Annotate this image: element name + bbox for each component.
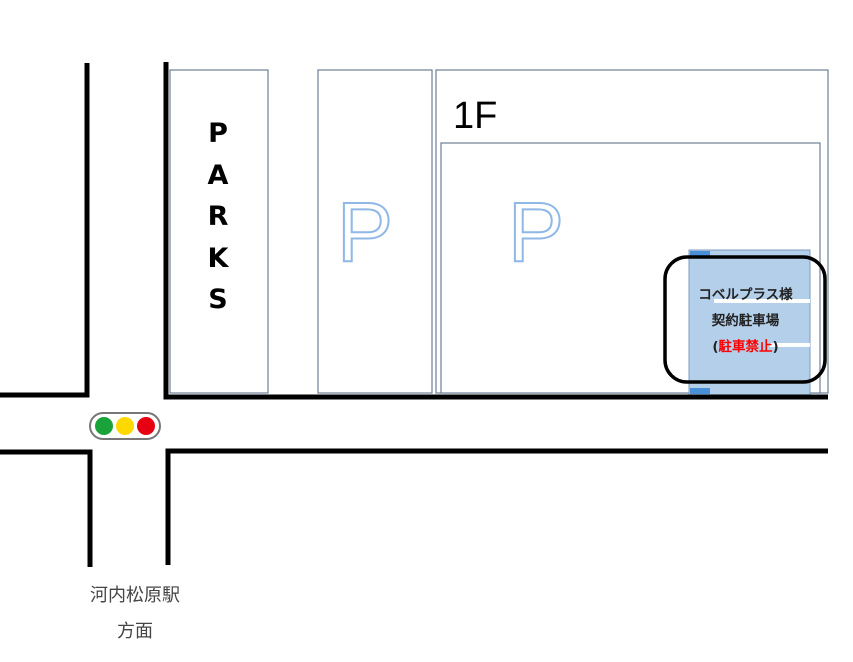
contract-lot-name: コベルプラス様 bbox=[698, 287, 793, 303]
parks-building bbox=[169, 69, 269, 394]
no-parking-text: 駐車禁止 bbox=[718, 339, 773, 355]
no-parking-note: (駐車禁止) bbox=[668, 334, 823, 360]
parks-letter: A bbox=[207, 159, 229, 191]
parking-symbol-icon: P bbox=[507, 185, 565, 279]
station-name: 河内松原駅 bbox=[90, 585, 180, 606]
parks-letter: K bbox=[207, 242, 229, 274]
parking-symbol-icon: P bbox=[336, 185, 394, 279]
contract-parking-area bbox=[688, 249, 811, 396]
parking-lot-1 bbox=[317, 69, 433, 394]
contract-lot-type: 契約駐車場 bbox=[711, 313, 780, 329]
lot-edge-bottom bbox=[690, 388, 710, 394]
contract-lot-highlight bbox=[663, 255, 827, 384]
lot-edge-top bbox=[690, 251, 710, 256]
contract-lot-label: コベルプラス様 契約駐車場 (駐車禁止) bbox=[668, 282, 823, 360]
direction-word: 方面 bbox=[117, 621, 153, 642]
parks-letter: S bbox=[208, 284, 228, 315]
traffic-light-icon bbox=[89, 412, 161, 440]
road-edge bbox=[0, 63, 90, 398]
parks-letter: P bbox=[208, 118, 228, 149]
road-edge bbox=[165, 448, 828, 565]
road-edge bbox=[163, 62, 828, 400]
direction-label: 河内松原駅 方面 bbox=[70, 578, 200, 650]
parks-letter: R bbox=[207, 201, 229, 232]
paren: ) bbox=[772, 339, 779, 355]
roads bbox=[0, 62, 828, 567]
paren: ( bbox=[712, 339, 719, 355]
parks-label: P A R K S bbox=[196, 113, 240, 321]
road-edge bbox=[0, 449, 93, 567]
floor-label: 1F bbox=[453, 95, 498, 137]
